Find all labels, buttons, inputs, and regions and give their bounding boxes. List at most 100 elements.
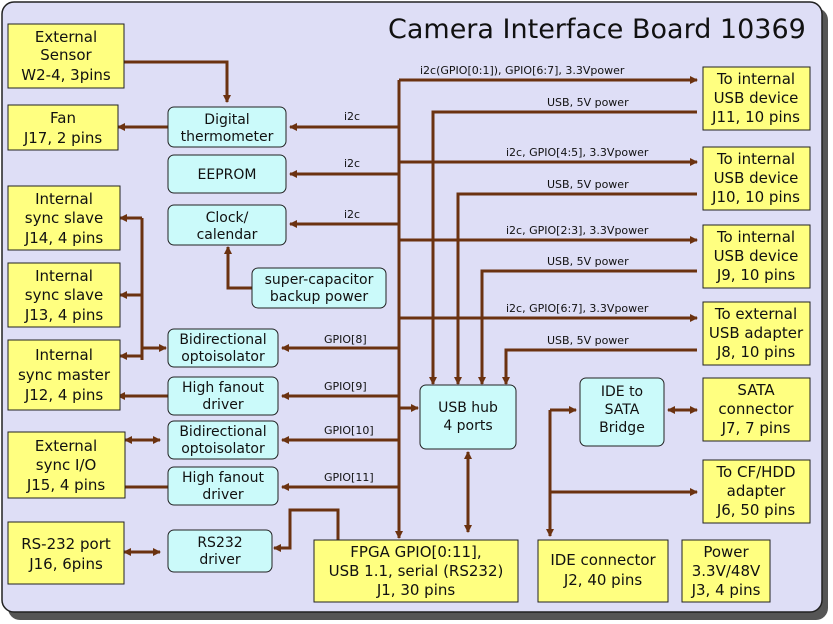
connector-usb-j11-line3: J11, 10 pins (711, 108, 800, 126)
component-fanout-1-line1: High fanout (182, 380, 264, 396)
wire-usb-j10 (454, 192, 697, 385)
connector-sata (702, 377, 811, 442)
component-supercap (251, 267, 387, 309)
label-gpio9: GPIO[9] (324, 380, 367, 393)
component-fanout-2 (167, 466, 279, 506)
component-eeprom-line1: EEPROM (198, 167, 257, 183)
connector-cfhdd-line3: J6, 50 pins (716, 501, 796, 519)
connector-sync-slave-j13-line2: sync slave (25, 286, 104, 304)
connector-ide (537, 539, 669, 603)
component-thermometer-line1: Digital (204, 112, 249, 128)
connector-external-sync-line1: External (35, 437, 97, 455)
connector-power-line3: J3, 4 pins (691, 581, 761, 599)
component-rs232-driver-line2: driver (199, 552, 240, 568)
label-bus-j9: i2c, GPIO[2:3], 3.3Vpower (506, 224, 649, 237)
label-usb-j8: USB, 5V power (547, 334, 629, 347)
connector-sync-master-j12 (7, 339, 121, 411)
connector-external-sensor-line1: External (35, 28, 97, 46)
connector-rs232-port-line1: RS-232 port (21, 535, 111, 553)
connector-power (681, 539, 771, 603)
connector-usb-j11 (702, 66, 811, 131)
wire-usb-j9 (478, 269, 697, 385)
label-i2c-thermo: i2c (344, 110, 360, 123)
connector-external-sync-line2: sync I/O (36, 456, 97, 474)
connector-usb-j8-line2: USB adapter (709, 324, 804, 342)
component-optoisolator-1 (167, 328, 279, 368)
connector-sync-slave-j13-line3: J13, 4 pins (24, 306, 104, 324)
connector-usb-j10-line1: To internal (716, 150, 795, 168)
connector-sync-master-line1: Internal (35, 346, 93, 364)
component-thermometer (167, 106, 287, 148)
connector-fan-line2: J17, 2 pins (23, 129, 103, 147)
component-optoisolator-1-line1: Bidirectional (179, 332, 266, 348)
connector-sync-slave-j13 (7, 262, 121, 328)
connector-external-sync (7, 431, 126, 499)
connector-rs232-port (7, 521, 125, 585)
component-fanout-1 (167, 376, 279, 416)
connector-sync-slave-j14-line1: Internal (35, 190, 93, 208)
component-fanout-2-line1: High fanout (182, 470, 264, 486)
component-usb-hub-line1: USB hub (438, 400, 498, 416)
connector-power-line2: 3.3V/48V (692, 562, 761, 580)
label-gpio11: GPIO[11] (324, 471, 374, 484)
component-clock-line2: calendar (197, 227, 258, 243)
connector-usb-j9-line3: J9, 10 pins (716, 266, 796, 284)
label-usb-j9: USB, 5V power (547, 255, 629, 268)
wire-usb-j11 (429, 110, 697, 385)
connector-external-sensor (7, 23, 125, 89)
connector-usb-j11-line2: USB device (714, 89, 799, 107)
label-i2c-eeprom: i2c (344, 157, 360, 170)
component-ide-sata-bridge-line2: SATA (605, 402, 640, 418)
connector-sync-slave-j13-line1: Internal (35, 267, 93, 285)
connector-external-sensor-line3: W2-4, 3pins (21, 66, 111, 84)
wire-fpga-rs232 (273, 508, 340, 552)
label-bus-j10: i2c, GPIO[4:5], 3.3Vpower (506, 146, 649, 159)
connector-usb-j8-line3: J8, 10 pins (716, 343, 796, 361)
label-gpio8: GPIO[8] (324, 333, 367, 346)
connector-cfhdd-line2: adapter (727, 482, 787, 500)
component-rs232-driver (167, 529, 273, 573)
connector-cfhdd (702, 459, 811, 524)
component-ide-sata-bridge (579, 377, 665, 447)
connector-rs232-port-line2: J16, 6pins (28, 555, 103, 573)
wire-supercap-clock (224, 246, 252, 290)
connector-fpga (313, 539, 519, 603)
connector-cfhdd-line1: To CF/HDD (715, 463, 795, 481)
connector-usb-j10-line2: USB device (714, 169, 799, 187)
component-optoisolator-1-line2: optoisolator (181, 349, 265, 365)
connector-usb-j9-line1: To internal (716, 228, 795, 246)
connector-sync-slave-j14-line3: J14, 4 pins (24, 229, 104, 247)
connector-sata-line3: J7, 7 pins (721, 419, 791, 437)
connector-usb-j8-line1: To external (714, 305, 797, 323)
component-clock-line1: Clock/ (206, 210, 249, 226)
connector-usb-j10-line3: J10, 10 pins (711, 188, 800, 206)
component-optoisolator-2-line2: optoisolator (181, 441, 265, 457)
connector-power-line1: Power (703, 543, 749, 561)
component-usb-hub (419, 384, 517, 450)
component-ide-sata-bridge-line3: Bridge (599, 420, 645, 436)
component-eeprom (167, 154, 287, 194)
component-supercap-line1: super-capacitor (265, 272, 374, 288)
connector-usb-j9-line2: USB device (714, 247, 799, 265)
component-optoisolator-2 (167, 420, 279, 460)
component-ide-sata-bridge-line1: IDE to (601, 384, 643, 400)
connector-fan (7, 104, 119, 151)
label-gpio10: GPIO[10] (324, 424, 374, 437)
wire-usb-j8 (502, 348, 697, 385)
label-bus-j11: i2c(GPIO[0:1]), GPIO[6:7], 3.3Vpower (420, 64, 625, 77)
component-usb-hub-line2: 4 ports (443, 418, 492, 434)
connector-usb-j9 (702, 224, 811, 289)
component-fanout-2-line2: driver (202, 487, 243, 503)
label-usb-j11: USB, 5V power (547, 96, 629, 109)
connector-fan-line1: Fan (50, 109, 76, 127)
connector-usb-j8 (702, 301, 811, 366)
connector-usb-j11-line1: To internal (716, 70, 795, 88)
label-usb-j10: USB, 5V power (547, 178, 629, 191)
connector-fpga-line1: FPGA GPIO[0:11], (350, 543, 481, 561)
connector-sync-master-line2: sync master (18, 366, 111, 384)
board-title: Camera Interface Board 10369 (388, 14, 806, 45)
connector-external-sensor-line2: Sensor (40, 46, 92, 64)
component-fanout-1-line2: driver (202, 397, 243, 413)
connector-ide-line1: IDE connector (550, 551, 656, 569)
